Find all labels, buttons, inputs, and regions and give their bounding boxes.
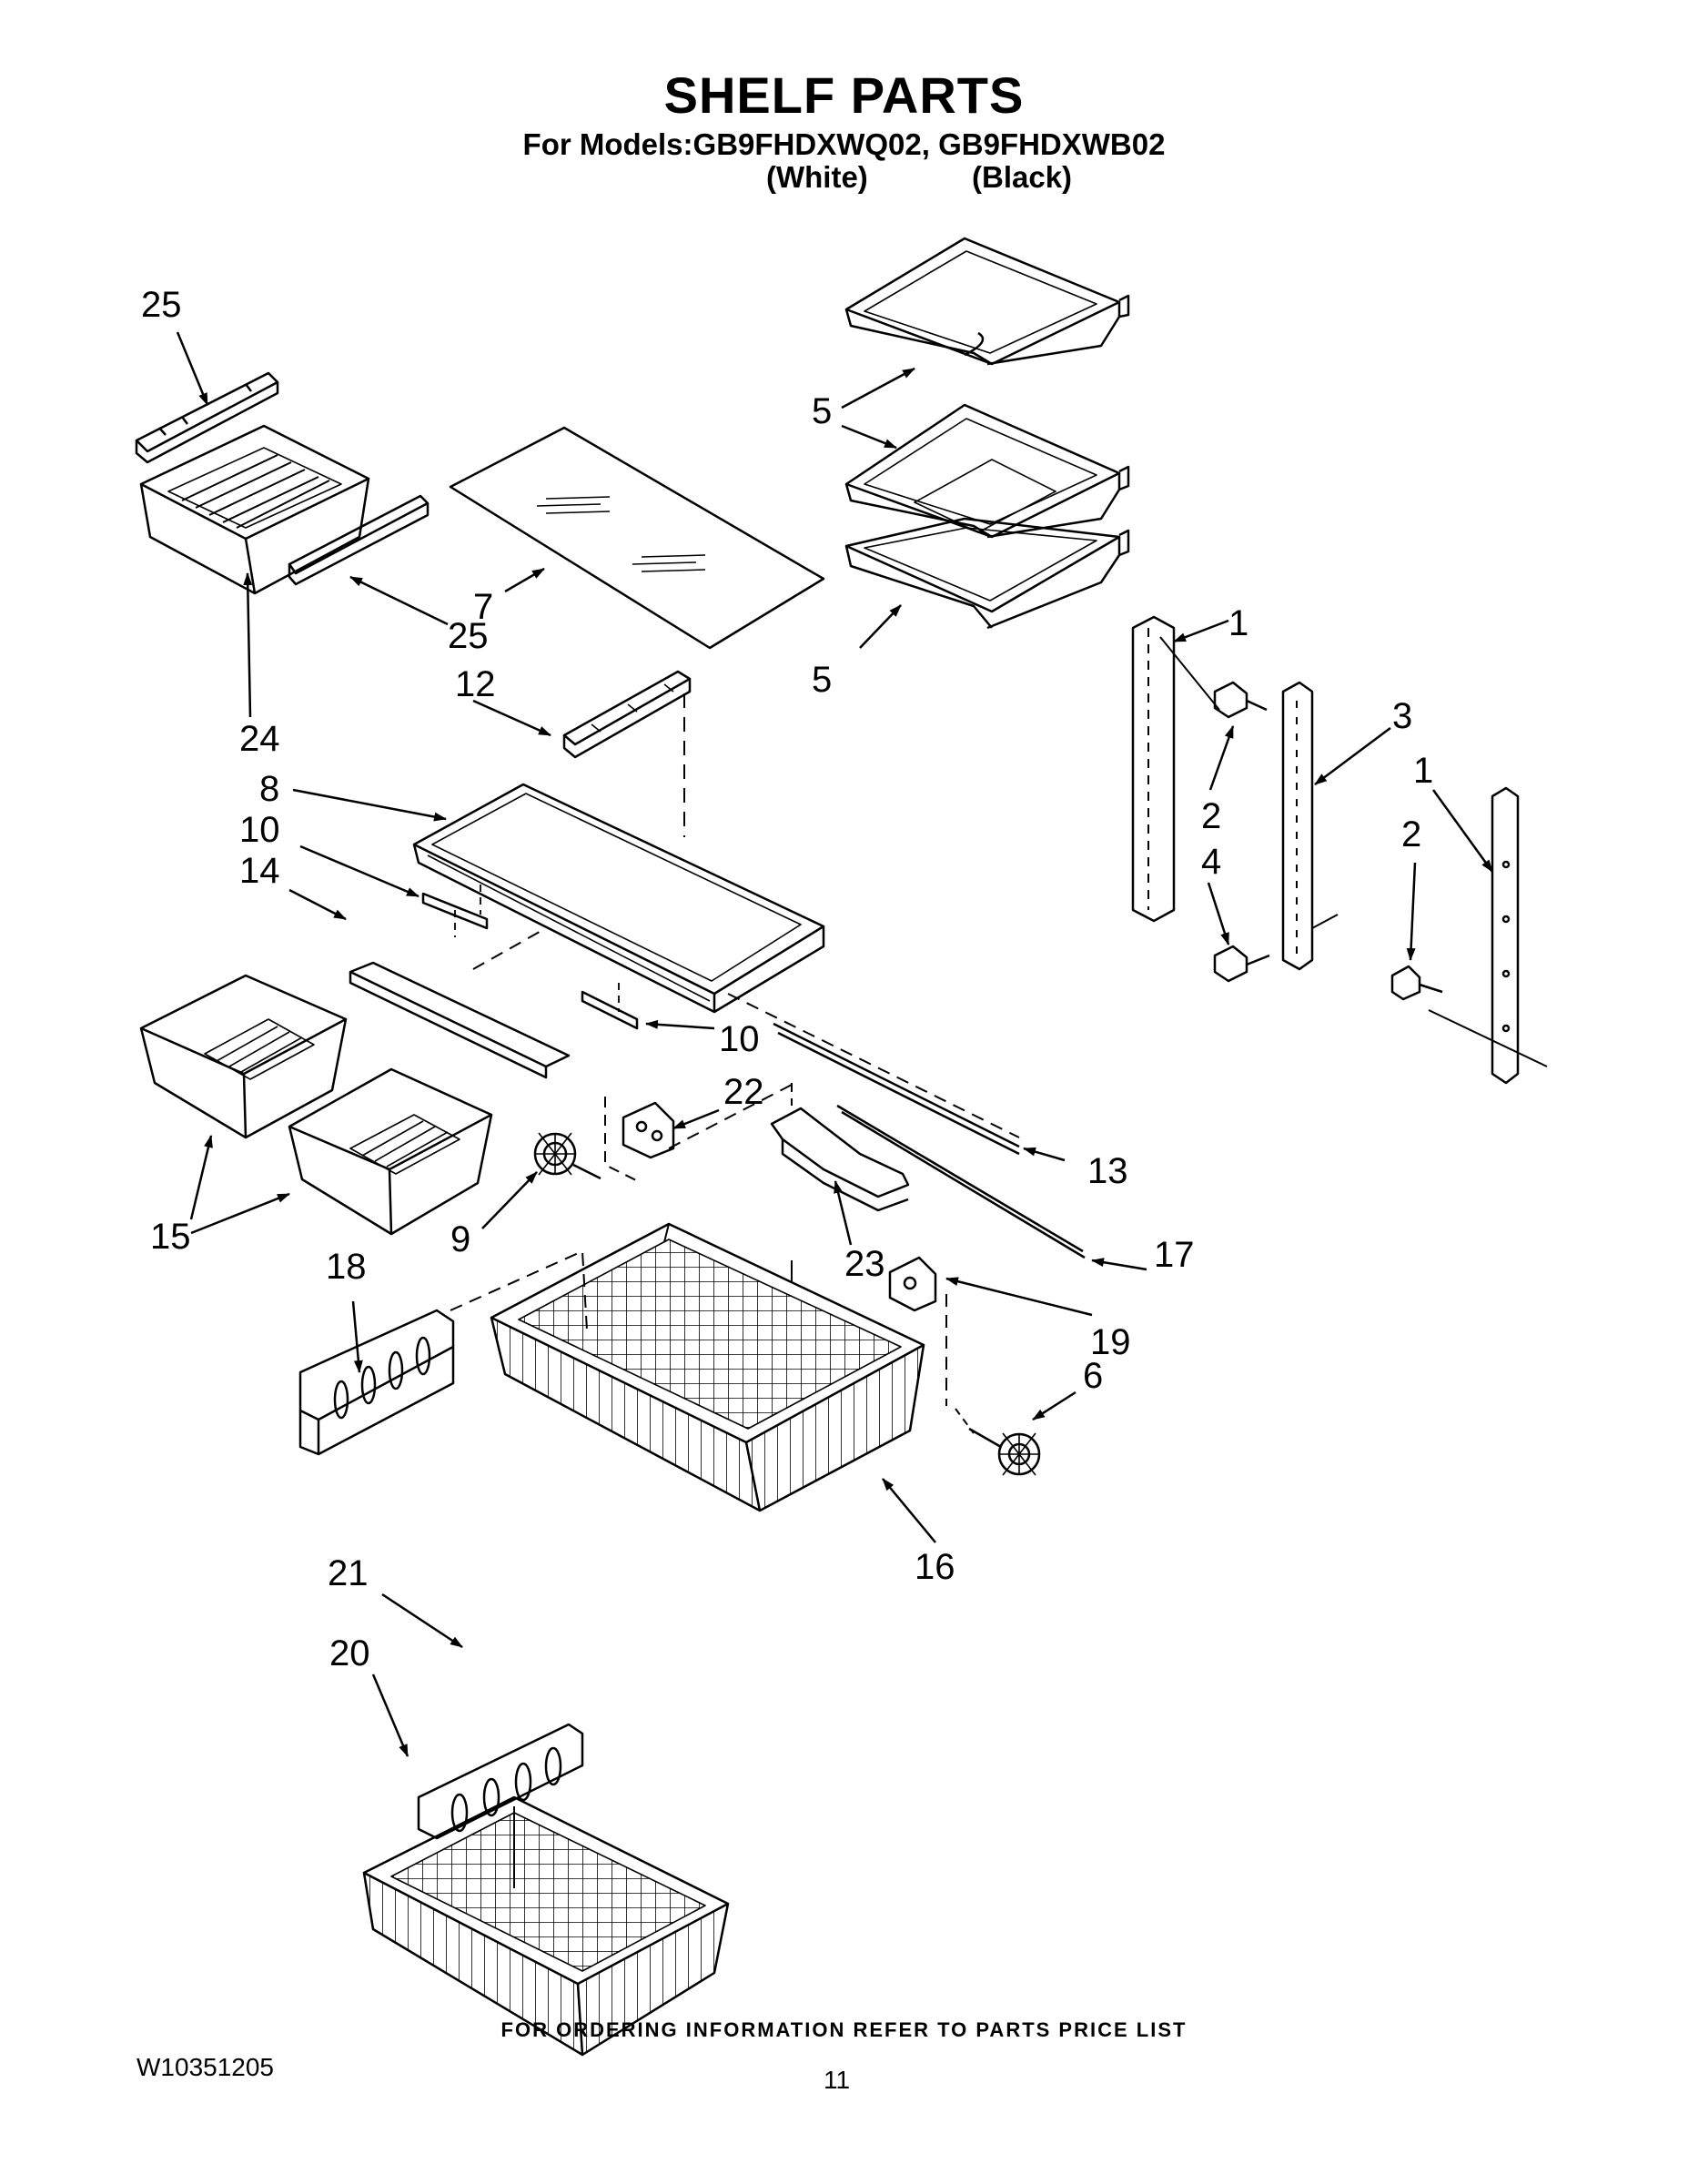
callout-22: 22 bbox=[723, 1072, 764, 1112]
callout-19: 19 bbox=[1090, 1322, 1131, 1362]
document-number: W10351205 bbox=[136, 2053, 275, 2081]
shelf-part-5-middle bbox=[844, 403, 1130, 539]
shelf-part-5-bottom bbox=[844, 517, 1130, 630]
callout-24: 24 bbox=[239, 719, 280, 759]
wire-basket-part-20 bbox=[362, 1795, 730, 2057]
rail-part-25-top bbox=[135, 371, 279, 464]
callout-10-lower: 10 bbox=[719, 1019, 760, 1059]
callout-4: 4 bbox=[1201, 842, 1221, 882]
variant-white: (White) bbox=[766, 160, 868, 194]
trim-part-14 bbox=[349, 927, 571, 1079]
gear-part-6 bbox=[955, 1408, 1041, 1476]
variant-black: (Black) bbox=[972, 160, 1073, 194]
callout-18: 18 bbox=[326, 1247, 367, 1287]
callout-13: 13 bbox=[1087, 1151, 1128, 1191]
callout-10-upper: 10 bbox=[239, 810, 280, 850]
page-title: SHELF PARTS bbox=[663, 66, 1025, 124]
crisper-drawer-part-24 bbox=[139, 424, 370, 595]
glass-shelf-part-7 bbox=[449, 426, 825, 650]
gear-part-9 bbox=[533, 1132, 601, 1180]
screw-part-4 bbox=[1213, 945, 1270, 983]
bracket-part-12 bbox=[562, 670, 692, 759]
callout-16: 16 bbox=[915, 1547, 955, 1587]
callout-7: 7 bbox=[473, 587, 493, 627]
screw-part-2-upper bbox=[1213, 681, 1268, 719]
callout-5-upper: 5 bbox=[812, 391, 832, 431]
shelf-frame-part-8 bbox=[412, 783, 825, 1014]
rail-part-3 bbox=[1281, 681, 1339, 971]
callout-9: 9 bbox=[450, 1219, 470, 1259]
slide-bracket-part-22 bbox=[604, 1097, 675, 1184]
models-line: For Models:GB9FHDXWQ02, GB9FHDXWB02 bbox=[522, 127, 1166, 161]
callout-8: 8 bbox=[259, 769, 279, 809]
callout-2-upper: 2 bbox=[1201, 796, 1221, 836]
callout-14: 14 bbox=[239, 851, 280, 891]
callout-25-lower: 25 bbox=[448, 616, 489, 656]
callout-25-top: 25 bbox=[141, 285, 182, 325]
callout-21: 21 bbox=[328, 1553, 369, 1593]
callout-23: 23 bbox=[844, 1244, 885, 1284]
slide-bracket-part-19 bbox=[888, 1256, 937, 1312]
shelf-part-5-top bbox=[844, 237, 1130, 366]
callout-5-lower: 5 bbox=[812, 660, 832, 700]
callout-12: 12 bbox=[455, 664, 496, 704]
callout-3: 3 bbox=[1392, 696, 1412, 736]
leader-arrows bbox=[176, 331, 1494, 1757]
callout-20: 20 bbox=[329, 1633, 370, 1673]
callout-2-lower: 2 bbox=[1401, 814, 1421, 854]
divider-part-18 bbox=[298, 1309, 455, 1456]
rod-part-17 bbox=[836, 1104, 1084, 1253]
callout-6: 6 bbox=[1083, 1356, 1103, 1396]
callout-1-upper: 1 bbox=[1228, 603, 1248, 643]
rail-part-1-left bbox=[1131, 615, 1220, 923]
wire-basket-part-16 bbox=[450, 1222, 925, 1512]
rod-part-13 bbox=[773, 1022, 1020, 1148]
screw-part-2-lower bbox=[1390, 965, 1443, 1001]
callout-15: 15 bbox=[150, 1217, 191, 1257]
rail-part-1-right bbox=[1428, 786, 1548, 1085]
bin-part-15-left bbox=[139, 974, 348, 1139]
callout-17: 17 bbox=[1154, 1235, 1195, 1275]
rail-bracket-part-23 bbox=[668, 1083, 910, 1212]
clip-part-10-upper bbox=[421, 885, 489, 937]
callout-1-lower: 1 bbox=[1413, 751, 1433, 791]
clip-part-10-lower bbox=[581, 983, 639, 1030]
page-number: 11 bbox=[824, 2066, 851, 2094]
ordering-note: FOR ORDERING INFORMATION REFER TO PARTS … bbox=[500, 2018, 1188, 2041]
bin-part-15-right bbox=[288, 1067, 493, 1236]
rail-part-25-lower bbox=[288, 494, 430, 586]
